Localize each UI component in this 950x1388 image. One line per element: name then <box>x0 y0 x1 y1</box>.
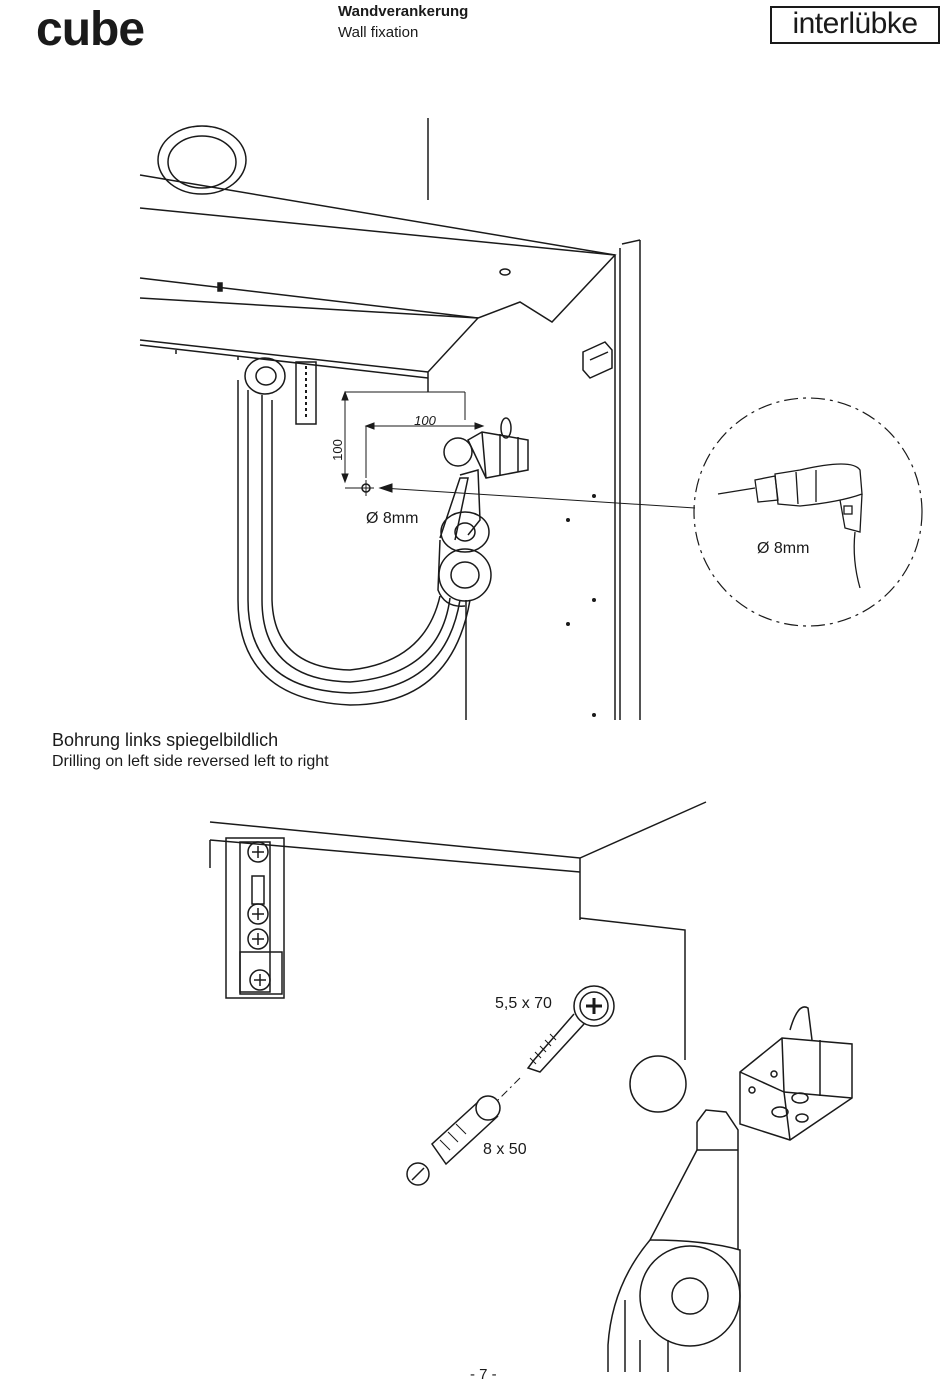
drill-hole-marker <box>358 480 374 496</box>
screw-icon <box>528 986 614 1072</box>
wall-dowel-icon <box>407 1096 500 1185</box>
screw-size-label: 5,5 x 70 <box>495 995 552 1012</box>
detail-drill-diameter-label: Ø 8mm <box>757 540 809 557</box>
dim-vertical-label: 100 <box>330 439 345 461</box>
cable-hole-lower <box>630 1056 686 1112</box>
detail-pointer-line <box>380 484 695 508</box>
page-number: - 7 - <box>470 1366 497 1383</box>
cabinet-side-panel <box>210 802 706 1060</box>
detail-circle <box>694 398 922 626</box>
wall-bracket-lower <box>740 1007 852 1140</box>
power-drill-icon <box>718 464 862 588</box>
wall-drilling-illustration: 100 100 Ø 8mm Ø 8mm <box>0 0 950 730</box>
axis-line <box>496 1078 520 1102</box>
side-panel-clip <box>583 342 612 378</box>
side-mount-dots <box>566 494 596 717</box>
mounting-rail <box>296 362 316 424</box>
cable-hole <box>444 438 472 466</box>
drill-diameter-label: Ø 8mm <box>366 510 418 527</box>
dowel-size-label: 8 x 50 <box>483 1141 527 1158</box>
round-lamp-top <box>158 126 246 194</box>
note-english: Drilling on left side reversed left to r… <box>52 753 329 771</box>
dimension-lines <box>342 392 483 488</box>
dim-horizontal-label: 100 <box>414 413 436 428</box>
hinge-arm-lower <box>608 1110 740 1372</box>
note-german: Bohrung links spiegelbildlich <box>52 730 278 751</box>
cabinet-top-panel <box>140 175 640 720</box>
mounting-rail-lower <box>226 838 284 998</box>
wall-bracket <box>438 418 528 606</box>
